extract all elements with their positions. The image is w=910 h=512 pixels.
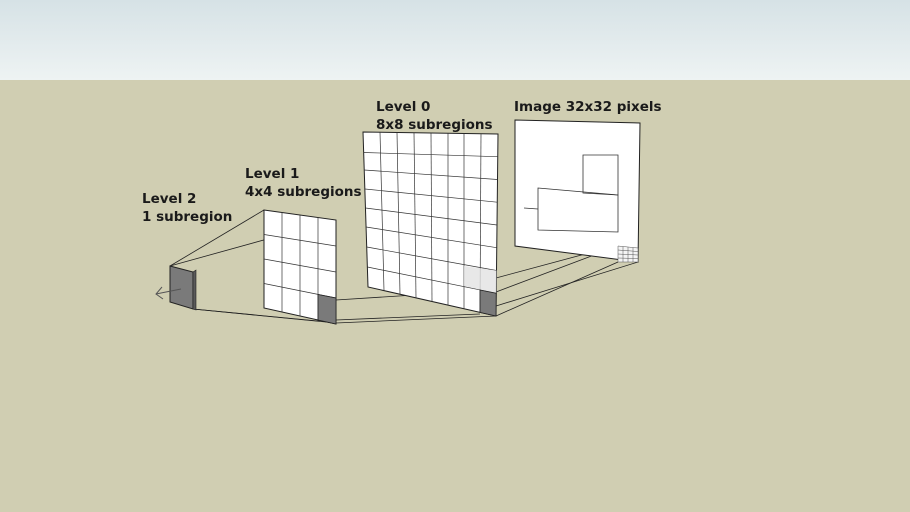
level1-subtitle: 4x4 subregions: [245, 184, 362, 200]
level1-panel: [263, 209, 337, 325]
image-label: Image 32x32 pixels: [514, 98, 662, 116]
connector-lines: [169, 209, 639, 324]
level2-subtitle: 1 subregion: [142, 209, 233, 225]
level2-label: Level 2 1 subregion: [142, 190, 232, 226]
image-title: Image 32x32 pixels: [514, 99, 662, 115]
image-panel: [514, 119, 641, 263]
level2-title: Level 2: [142, 191, 197, 207]
level1-label: Level 1 4x4 subregions: [245, 165, 362, 201]
level0-title: Level 0: [376, 99, 431, 115]
level2-block: [155, 265, 197, 311]
level0-subtitle: 8x8 subregions: [376, 117, 493, 133]
level0-panel: [362, 131, 499, 317]
sky-background: [0, 0, 910, 80]
level0-label: Level 0 8x8 subregions: [376, 98, 493, 134]
level1-title: Level 1: [245, 166, 300, 182]
